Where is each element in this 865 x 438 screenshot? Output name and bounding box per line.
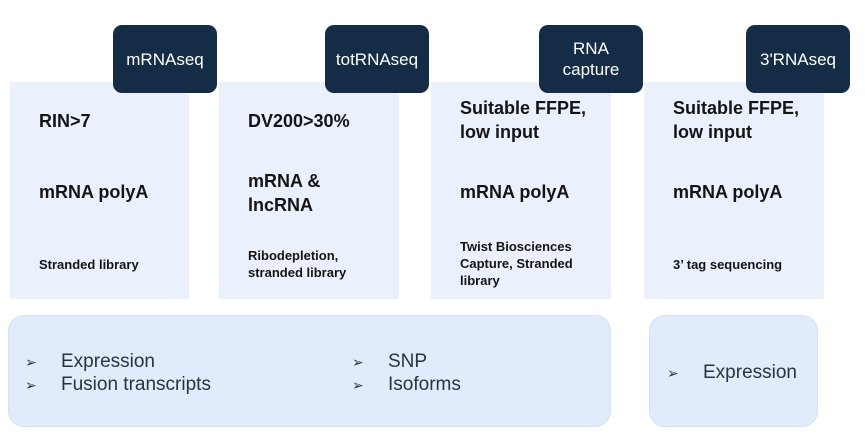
arrow-bullet-icon: ➢ xyxy=(352,354,364,370)
applications-panel-left xyxy=(8,315,611,427)
application-label: Expression xyxy=(703,362,797,383)
arrow-bullet-icon: ➢ xyxy=(25,377,37,393)
column-rna-capture xyxy=(431,82,611,299)
library-mrnaseq: Stranded library xyxy=(39,257,139,272)
library-totrnaseq: Ribodepletion, stranded library xyxy=(248,248,347,280)
column-totrnaseq xyxy=(219,82,399,299)
rna-type-3rnaseq: mRNA polyA xyxy=(673,182,783,202)
rna-type-totrnaseq: mRNA & lncRNA xyxy=(248,171,321,215)
condition-mrnaseq: RIN>7 xyxy=(39,111,91,131)
condition-3rnaseq: Suitable FFPE, low input xyxy=(673,98,800,142)
rna-type-mrnaseq: mRNA polyA xyxy=(39,182,149,202)
application-label: Fusion transcripts xyxy=(61,374,211,395)
application-item: ➢ SNP xyxy=(352,350,427,374)
column-3rnaseq xyxy=(644,82,824,299)
tag-totrnaseq: totRNAseq xyxy=(325,25,429,93)
application-label: Isoforms xyxy=(388,374,461,395)
library-3rnaseq: 3’ tag sequencing xyxy=(673,257,783,272)
arrow-bullet-icon: ➢ xyxy=(25,354,37,370)
library-rna-capture: Twist Biosciences Capture, Stranded libr… xyxy=(460,239,573,288)
application-item: ➢ Expression xyxy=(667,361,797,385)
application-label: Expression xyxy=(61,351,155,372)
application-label: SNP xyxy=(388,351,428,372)
tag-rna-capture: RNA capture xyxy=(539,25,643,93)
column-mrnaseq xyxy=(10,82,189,299)
application-item: ➢ Fusion transcripts xyxy=(25,373,211,397)
tag-3rnaseq: 3'RNAseq xyxy=(746,25,850,93)
condition-rna-capture: Suitable FFPE, low input xyxy=(460,98,587,142)
tag-mrnaseq: mRNAseq xyxy=(113,25,217,93)
arrow-bullet-icon: ➢ xyxy=(667,365,679,381)
rna-type-rna-capture: mRNA polyA xyxy=(460,182,570,202)
applications-panel-right xyxy=(649,315,818,427)
application-item: ➢ Isoforms xyxy=(352,373,461,397)
application-item: ➢ Expression xyxy=(25,350,155,374)
arrow-bullet-icon: ➢ xyxy=(352,377,364,393)
condition-totrnaseq: DV200>30% xyxy=(248,111,350,131)
